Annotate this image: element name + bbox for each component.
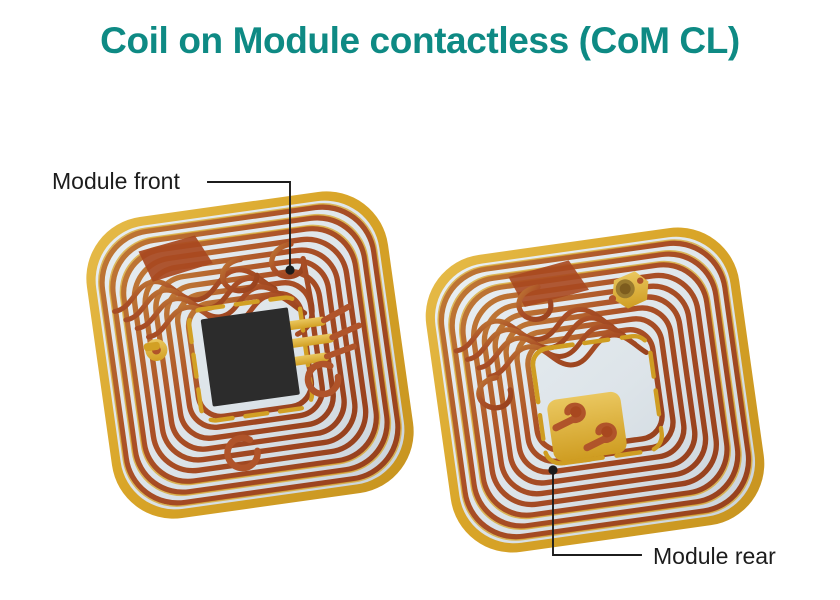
callout-label-module-front: Module front	[52, 168, 180, 194]
loop-marker-bottom	[224, 434, 261, 472]
loop-marker-right	[304, 360, 342, 398]
callout-label-module-rear: Module rear	[653, 543, 776, 569]
serpentine-traces	[112, 267, 308, 340]
coil-turns	[438, 240, 752, 540]
chip-interconnect-fingers	[274, 303, 362, 368]
coil-turns	[99, 204, 401, 506]
inlay-substrate	[95, 200, 405, 510]
coil-gold-sheen	[98, 203, 402, 507]
serpentine-traces	[453, 307, 649, 379]
callout-module-rear	[548, 465, 642, 556]
left-contact-pad	[143, 338, 168, 361]
leader-dot-module-front	[285, 265, 295, 275]
coil-hook-left	[476, 375, 514, 411]
inlay-substrate	[434, 236, 756, 544]
module-dashed-outline	[186, 295, 315, 423]
coil-group	[98, 203, 402, 507]
module-seat-brackets	[530, 342, 593, 466]
callout-module-front	[207, 181, 295, 275]
inlay-outer-rim	[86, 191, 414, 519]
crossover-patch	[138, 235, 213, 282]
coil-hook-left	[219, 256, 260, 294]
module-dashed-outline	[530, 333, 665, 466]
coil-feed-trace	[294, 256, 315, 337]
coil-gold-sheen	[437, 239, 753, 541]
coil-hook-top	[516, 284, 554, 322]
module-rear-pad	[547, 391, 627, 462]
crossover-patch	[508, 260, 590, 307]
leader-line-module-rear	[552, 471, 642, 556]
inlay-outer-rim	[425, 227, 765, 553]
coil-group	[437, 239, 753, 541]
leader-dot-module-rear	[548, 465, 558, 475]
chip-die	[200, 307, 300, 407]
page-title: Coil on Module contactless (CoM CL)	[100, 20, 740, 61]
coil-hook-right	[269, 241, 307, 280]
via-pad	[608, 271, 649, 309]
leader-line-module-front	[207, 181, 291, 269]
